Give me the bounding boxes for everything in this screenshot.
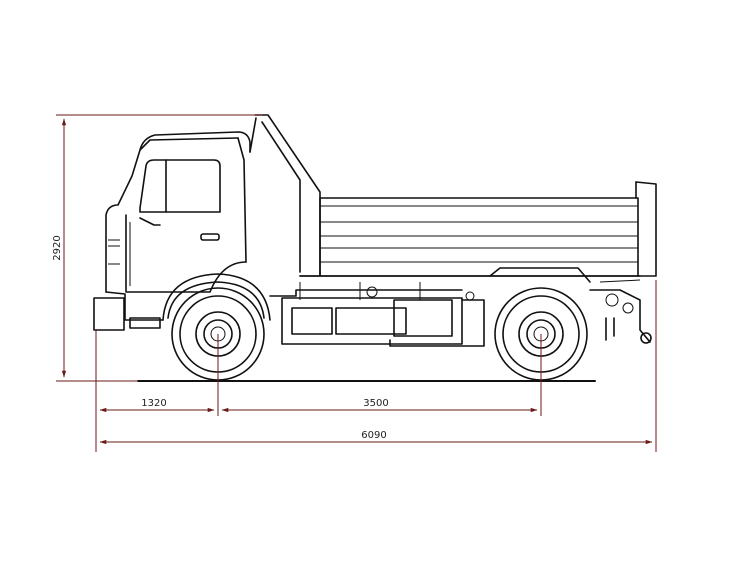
height-label: 2920 bbox=[52, 235, 63, 260]
cab bbox=[93, 131, 271, 331]
overall-length-label: 6090 bbox=[361, 430, 386, 441]
wheelbase-label: 3500 bbox=[363, 398, 388, 409]
wheelbase-dimension: 3500 bbox=[221, 398, 538, 413]
front-overhang-dimension: 1320 bbox=[99, 398, 215, 413]
front-overhang-label: 1320 bbox=[141, 398, 166, 409]
chassis bbox=[269, 279, 652, 347]
overall-length-dimension: 6090 bbox=[99, 430, 653, 445]
height-dimension: 2920 bbox=[52, 114, 262, 382]
truck-outline bbox=[93, 114, 657, 381]
dump-body bbox=[249, 114, 657, 283]
